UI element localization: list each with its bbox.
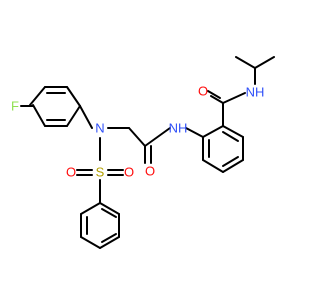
bond (207, 90, 221, 99)
bond (210, 95, 224, 104)
bond (222, 131, 239, 142)
atom-labels: F N S O O O NH O NH (11, 84, 264, 180)
bond (222, 125, 244, 138)
bond (128, 127, 146, 147)
bond (99, 236, 120, 249)
bond (144, 127, 171, 147)
bond (80, 236, 101, 249)
bond (101, 233, 117, 243)
bond (29, 86, 46, 106)
bond (99, 202, 120, 215)
acetamide-oxygen-label: O (145, 164, 155, 179)
sulfonyl-oxygen-right-label: O (124, 165, 134, 180)
bond (222, 156, 239, 167)
bond (235, 56, 256, 69)
bond (80, 202, 101, 215)
fluorine-atom-label: F (11, 99, 19, 114)
bond (185, 127, 204, 138)
sulfur-atom-label: S (96, 165, 105, 180)
molecule-svg: F N S O O O NH O NH (11, 56, 275, 249)
bond (66, 105, 81, 127)
amide-nh-label: NH (169, 121, 188, 136)
molecule-structure-diagram: F N S O O O NH O NH (11, 56, 275, 249)
benzamide-nh-label: NH (246, 85, 265, 100)
sulfonyl-oxygen-left-label: O (66, 165, 76, 180)
bond (66, 86, 81, 107)
bond (222, 159, 244, 173)
bond (222, 92, 246, 104)
benzamide-oxygen-label: O (198, 84, 208, 99)
bond (202, 159, 224, 173)
bond (202, 125, 224, 138)
bond (32, 104, 46, 127)
bond (79, 105, 93, 129)
bonds (20, 56, 275, 249)
bond (101, 208, 117, 218)
sulfonamide-nitrogen-label: N (95, 121, 104, 136)
bond (254, 56, 275, 69)
